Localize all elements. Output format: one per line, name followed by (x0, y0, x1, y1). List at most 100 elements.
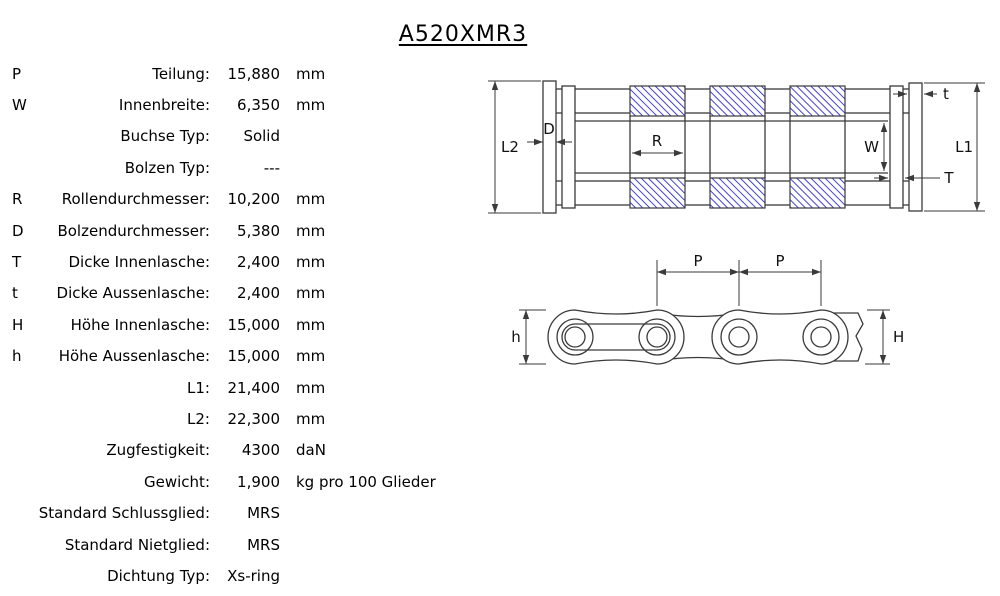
spec-row: L1: 21,400 mm (10, 372, 480, 403)
spec-unit: mm (296, 253, 326, 272)
spec-value: 4300 (241, 441, 280, 460)
pin (810, 326, 832, 348)
spec-label: Buchse Typ: (120, 127, 210, 146)
spec-symbol: T (12, 253, 22, 272)
spec-value: MRS (247, 535, 280, 554)
roller-section (629, 85, 686, 117)
dim-label-r: R (652, 132, 662, 150)
spec-value: 15,000 (227, 347, 281, 366)
dim-label-t-inner: T (943, 169, 954, 187)
spec-label: Innenbreite: (118, 96, 210, 115)
spec-label: Standard Nietglied: (64, 535, 210, 554)
spec-label: Höhe Aussenlasche: (58, 347, 210, 366)
roller-section (709, 85, 766, 117)
dim-label-p-right: P (775, 252, 784, 270)
dim-label-w: W (864, 138, 879, 156)
spec-symbol: W (12, 96, 27, 115)
spec-row: Dichtung Typ: Xs-ring (10, 560, 480, 591)
spec-row: D Bolzendurchmesser: 5,380 mm (10, 215, 480, 246)
spec-value: 2,400 (237, 284, 280, 303)
dim-label-d: D (543, 120, 555, 138)
spec-symbol: P (12, 64, 22, 83)
dim-label-h-inner: H (893, 328, 904, 346)
spec-unit: mm (296, 64, 326, 83)
left-inner-plate (561, 85, 576, 209)
pin (564, 326, 586, 348)
right-outer-plate (908, 82, 923, 212)
spec-row: Standard Schlussglied: MRS (10, 497, 480, 528)
spec-row: P Teilung: 15,880 mm (10, 58, 480, 89)
spec-symbol: t (12, 284, 18, 303)
spec-table: P Teilung: 15,880 mm W Innenbreite: 6,35… (10, 58, 480, 592)
side-view-diagram: P P h H (511, 252, 904, 365)
spec-row: Zugfestigkeit: 4300 daN (10, 435, 480, 466)
spec-label: L1: (187, 378, 210, 397)
spec-label: Standard Schlussglied: (38, 504, 210, 523)
spec-unit: mm (296, 378, 326, 397)
spec-row: Standard Nietglied: MRS (10, 529, 480, 560)
spec-value: 15,000 (227, 315, 281, 334)
spec-value: 10,200 (227, 190, 281, 209)
spec-symbol: R (12, 190, 23, 209)
pin (646, 326, 668, 348)
spec-row: Bolzen Typ: --- (10, 152, 480, 183)
spec-label: Höhe Innenlasche: (70, 315, 210, 334)
master-link-clip (561, 323, 671, 351)
spec-row: Buchse Typ: Solid (10, 121, 480, 152)
spec-label: Dicke Innenlasche: (68, 253, 211, 272)
spec-unit: mm (296, 315, 326, 334)
right-inner-plate (889, 85, 904, 209)
spec-symbol: D (12, 221, 24, 240)
spec-value: 22,300 (227, 409, 281, 428)
dim-label-l2: L2 (501, 138, 519, 156)
spec-unit: mm (296, 409, 326, 428)
spec-label: Bolzen Typ: (124, 158, 210, 177)
roller-section (789, 177, 846, 209)
spec-label: L2: (187, 409, 210, 428)
spec-value: 15,880 (227, 64, 281, 83)
spec-value: MRS (247, 504, 280, 523)
spec-label: Bolzendurchmesser: (57, 221, 210, 240)
spec-row: T Dicke Innenlasche: 2,400 mm (10, 246, 480, 277)
dim-label-p-left: P (693, 252, 702, 270)
dim-label-t-outer: t (943, 85, 949, 103)
spec-label: Rollendurchmesser: (61, 190, 210, 209)
roller-section (789, 85, 846, 117)
spec-label: Dichtung Typ: (107, 566, 210, 585)
dim-label-h-outer: h (511, 328, 521, 346)
dim-label-l1: L1 (955, 138, 973, 156)
spec-symbol: h (12, 347, 22, 366)
spec-row: h Höhe Aussenlasche: 15,000 mm (10, 341, 480, 372)
spec-value: --- (263, 158, 280, 177)
spec-label: Gewicht: (144, 472, 210, 491)
spec-value: 5,380 (237, 221, 280, 240)
spec-value: Xs-ring (227, 566, 280, 585)
spec-label: Dicke Aussenlasche: (56, 284, 210, 303)
spec-unit: mm (296, 190, 326, 209)
spec-value: 1,900 (237, 472, 280, 491)
left-pin (542, 80, 557, 214)
spec-unit: mm (296, 221, 326, 240)
roller-section (709, 177, 766, 209)
spec-value: 6,350 (237, 96, 280, 115)
spec-value: 21,400 (227, 378, 281, 397)
spec-unit: mm (296, 96, 326, 115)
pin (728, 326, 750, 348)
spec-unit: daN (296, 441, 326, 460)
page-title: A520XMR3 (398, 22, 528, 47)
spec-row: W Innenbreite: 6,350 mm (10, 89, 480, 120)
spec-row: t Dicke Aussenlasche: 2,400 mm (10, 278, 480, 309)
cross-section-diagram: L2 L1 D R W t T (488, 80, 985, 214)
spec-row: H Höhe Innenlasche: 15,000 mm (10, 309, 480, 340)
spec-unit: mm (296, 284, 326, 303)
spec-symbol: H (12, 315, 24, 334)
spec-value: Solid (243, 127, 280, 146)
spec-label: Zugfestigkeit: (106, 441, 210, 460)
spec-unit: mm (296, 347, 326, 366)
spec-unit: kg pro 100 Glieder (296, 472, 436, 491)
roller-section (629, 177, 686, 209)
spec-value: 2,400 (237, 253, 280, 272)
spec-row: R Rollendurchmesser: 10,200 mm (10, 184, 480, 215)
spec-label: Teilung: (152, 64, 210, 83)
